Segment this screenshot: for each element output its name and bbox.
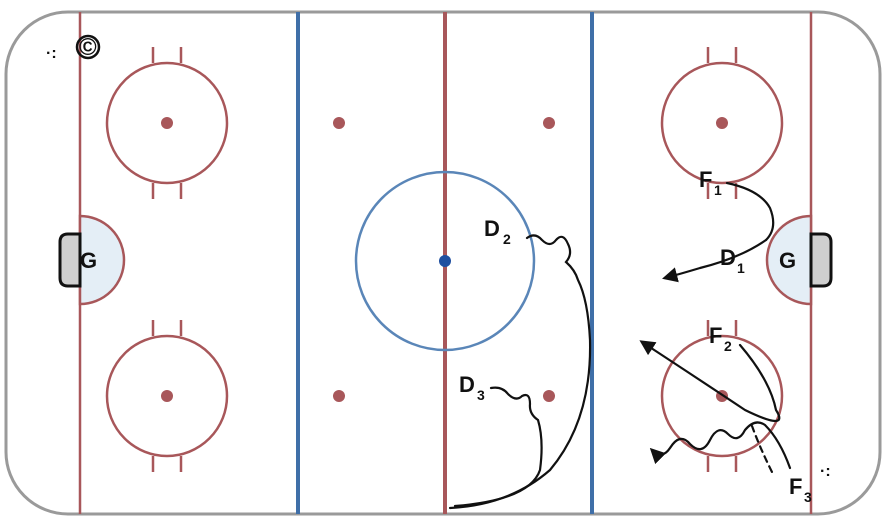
f3-dashed-pass [750,424,774,474]
player-label-d1: D 1 [720,245,745,276]
f3-arrow-path [649,421,792,470]
player-label-f2: F 2 [709,323,732,354]
svg-text:3: 3 [477,387,485,403]
ice-dots-bottom-right: ·: [820,463,831,480]
copyright-symbol: © [79,34,97,61]
ice-dots-top-left: ·: [46,45,57,62]
player-label-d3: D 3 [459,372,485,403]
center-faceoff-dot [439,255,451,267]
svg-text:F: F [789,474,802,499]
svg-text:2: 2 [503,231,511,247]
svg-text:2: 2 [724,338,732,354]
svg-text:D: D [459,372,475,397]
right-goalie-marker: G [779,248,796,273]
center-faceoff-circle [354,170,536,352]
left-goalie-marker: G [80,248,97,273]
faceoff-circle-right-bottom [660,320,784,472]
copyright-ring [75,34,101,60]
left-goal-net [58,232,82,288]
right-goal-net [809,232,833,288]
player-label-f1: F 1 [699,167,722,198]
f2-arrow-path [639,340,781,423]
right-goal-crease [765,214,813,306]
neutral-dot-bottom-right [543,390,555,402]
svg-text:1: 1 [714,182,722,198]
svg-text:D: D [484,216,500,241]
faceoff-dot-left-top [161,117,173,129]
faceoff-dot-right-top [716,117,728,129]
f1-skate-path [725,181,775,242]
neutral-dot-top-left [333,117,345,129]
neutral-dot-bottom-left [333,390,345,402]
d1-arrow-path [662,238,768,283]
d3-skate-path [453,386,543,508]
left-goal-crease [78,214,126,306]
svg-text:F: F [709,323,722,348]
player-label-f3: F 3 [789,474,812,505]
faceoff-circle-left-top [105,47,229,199]
svg-text:D: D [720,245,736,270]
player-label-d2: D 2 [484,216,511,247]
svg-text:1: 1 [737,260,745,276]
d2-skate-path [448,234,592,510]
faceoff-dot-left-bottom [161,390,173,402]
neutral-dot-top-right [543,117,555,129]
faceoff-circle-left-bottom [105,320,229,472]
svg-text:3: 3 [804,489,812,505]
svg-text:F: F [699,167,712,192]
